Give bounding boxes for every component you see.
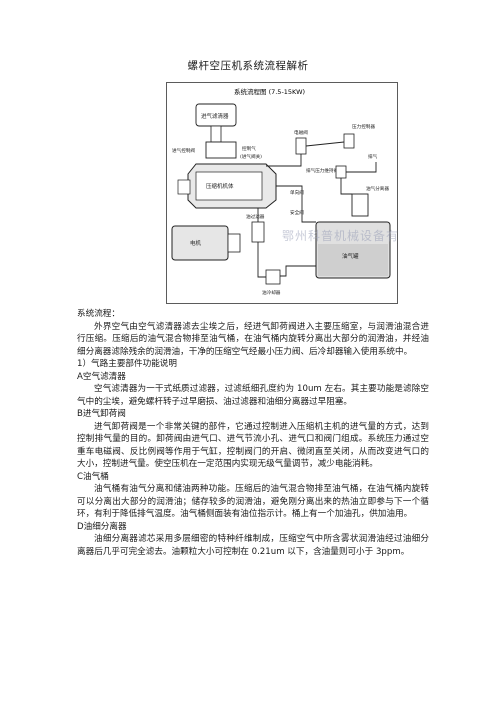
flow-title: 系统流程图 (7.5-15KW) [234,87,305,96]
cooler-label: 油冷却器 [262,289,281,296]
section-heading-flow: 系统流程： [77,309,120,319]
motor-component: 电机 [171,225,241,261]
pressure-controller-label: 压力控制器 [352,123,375,130]
paragraph-separator: 油细分离器滤芯采用多层细密的特种纤维制成，压缩空气中所含雾状润滑油经过油细分离器… [77,534,429,557]
solenoid-valve-label: 电磁阀 [294,129,308,136]
motor-label: 电机 [190,239,202,247]
paragraph-air-filter: 空气滤清器为一干式纸质过滤器，过滤纸细孔度约为 10um 左右。其主要功能是滤除… [77,384,429,407]
control-air-label: 控制气 [242,145,256,152]
solenoid-valve-component: 电磁阀 [294,129,308,155]
intake-valve-label: 进气控制阀 [172,147,195,154]
heading-air-filter: A空气滤清器 [77,371,126,382]
page-title: 螺杆空压机系统流程解析 [187,60,309,72]
heading-separator: D油细分离器 [77,521,127,532]
heading-intake-valve: B进气卸荷阀 [77,409,126,419]
watermark: 鄂州科普机械设备有限公司 [282,228,398,243]
body-text: 系统流程： 外界空气由空气滤清器滤去尘埃之后，经进气卸荷阀进入主要压缩室，与润滑… [77,308,429,558]
oil-filter-label: 油过滤器 [246,213,265,220]
min-pressure-valve-label: 排气压力维持阀 [306,167,339,174]
separator-label: 油气分离器 [366,185,389,192]
safety-valve-label: 安全阀 [290,209,304,216]
section-heading-components: 1）气路主要部件功能说明 [77,359,177,369]
separator-component: 油气分离器 [351,185,389,217]
exhaust-label: 排气 [368,153,378,160]
heading-oil-tank: C油气桶 [77,471,109,482]
piping [257,141,377,278]
check-valve-label: 单向阀 [290,189,304,196]
compressor-body-component: 压缩机机体 [177,163,277,209]
compressor-body-label: 压缩机机体 [206,182,234,190]
intake-valve-component: 进气控制阀 控制气 (进气阀关) [172,141,262,160]
oil-tank-label: 油气罐 [342,252,359,260]
pressure-controller-component: 压力控制器 [343,123,375,149]
air-filter-label: 进气滤清器 [201,112,229,120]
air-filter-component: 进气滤清器 [195,103,237,143]
paragraph-intake-valve: 进气卸荷阀是一个非常关键的部件，它通过控制进入压缩机主机的进气量的方式，达到控制… [77,421,429,470]
paragraph-oil-tank: 油气桶有油气分离和储油两种功能。压缩后的油气混合物排至油气桶，在油气桶内旋转可以… [77,484,429,519]
system-flow-diagram: 系统流程图 (7.5-15KW) 进气滤清器 进气控制阀 控制气 (进气阀关) … [166,82,398,304]
oil-tank-component: 油气罐 [315,221,391,279]
intake-valve-note: (进气阀关) [240,153,262,160]
paragraph-flow: 外界空气由空气滤清器滤去尘埃之后，经进气卸荷阀进入主要压缩室，与润滑油混合进行压… [77,321,429,357]
